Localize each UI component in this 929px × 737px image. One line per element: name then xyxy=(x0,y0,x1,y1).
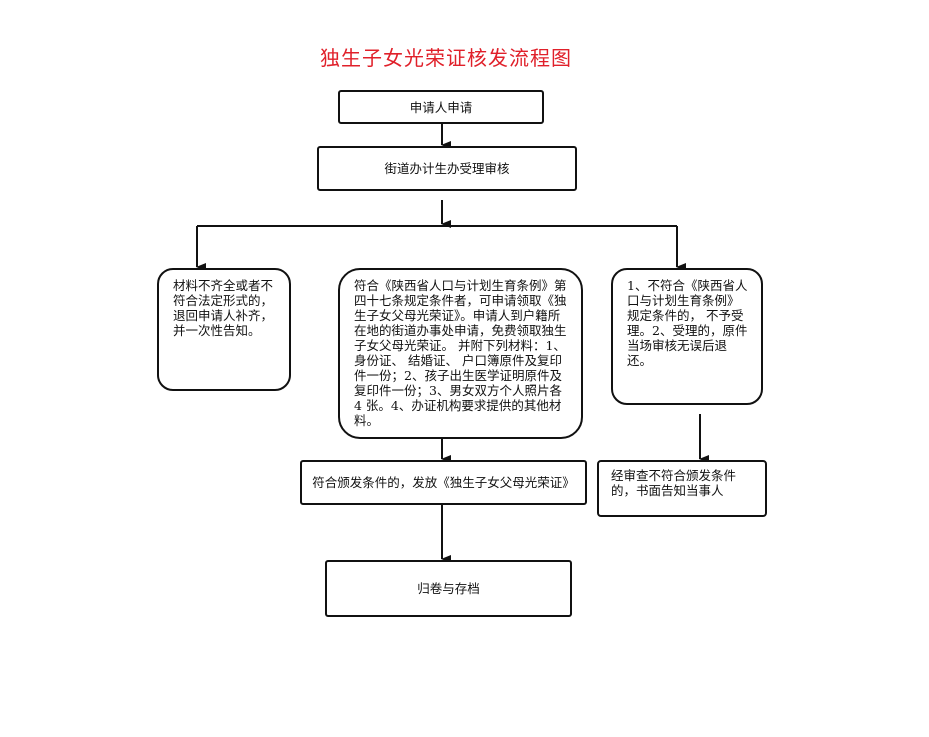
step-review: 街道办计生办受理审核 xyxy=(317,146,577,191)
step-eligible: 符合《陕西省人口与计划生育条例》第四十七条规定条件者，可申请领取《独生子女父母光… xyxy=(338,268,583,439)
step-not-eligible: 1、不符合《陕西省人口与计划生育条例》规定条件的， 不予受理。2、受理的，原件当… xyxy=(611,268,763,405)
step-archive: 归卷与存档 xyxy=(325,560,572,617)
step-notify: 经审查不符合颁发条件的，书面告知当事人 xyxy=(597,460,767,517)
step-apply: 申请人申请 xyxy=(338,90,544,124)
step-issue: 符合颁发条件的，发放《独生子女父母光荣证》 xyxy=(300,460,587,505)
step-incomplete: 材料不齐全或者不符合法定形式的，退回申请人补齐，并一次性告知。 xyxy=(157,268,291,391)
chart-title: 独生子女光荣证核发流程图 xyxy=(320,46,572,70)
